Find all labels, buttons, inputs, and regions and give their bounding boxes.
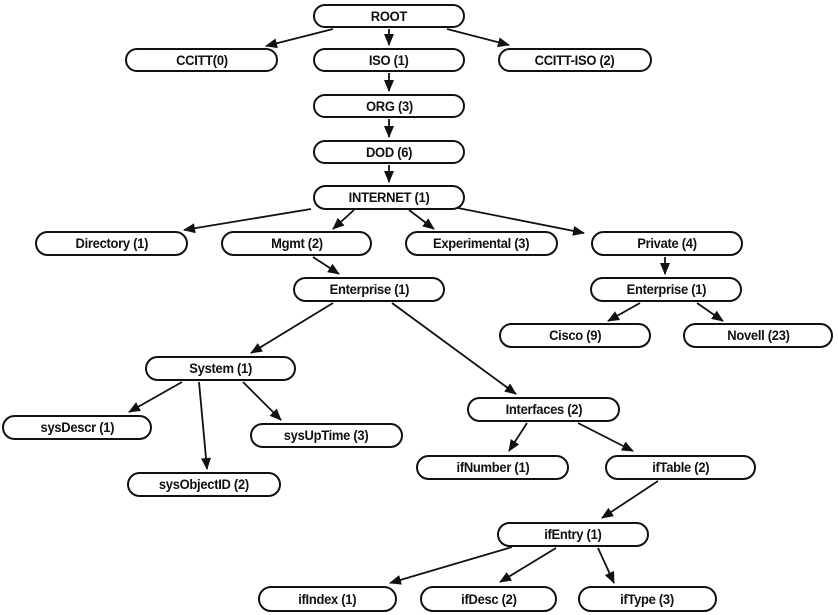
- edge-enterprise1-system: [250, 302, 334, 354]
- edge-internet-private: [457, 207, 585, 236]
- node-experimental: Experimental (3): [405, 231, 558, 256]
- node-label: CCITT-ISO (2): [535, 52, 615, 68]
- node-label: ROOT: [370, 8, 408, 24]
- node-dod: DOD (6): [313, 140, 465, 164]
- node-label: ifIndex (1): [298, 591, 357, 607]
- node-label: ifDesc (2): [460, 591, 517, 607]
- node-ccitt: CCITT(0): [125, 48, 278, 72]
- node-label: INTERNET (1): [348, 190, 430, 205]
- node-cisco: Cisco (9): [499, 323, 651, 348]
- edge-root-ccitt: [265, 28, 334, 49]
- node-label: Cisco (9): [548, 328, 602, 343]
- edge-ifentry-ifindex: [389, 546, 513, 585]
- edge-system-sysobjectid: [198, 381, 211, 470]
- node-ccitt-iso: CCITT-ISO (2): [498, 48, 652, 72]
- edge-root-ccitt-iso: [446, 28, 510, 48]
- node-label: Interfaces (2): [505, 402, 582, 417]
- edge-internet-mgmt: [332, 209, 355, 230]
- node-label: Directory (1): [75, 236, 148, 251]
- node-novell: Novell (23): [683, 323, 833, 348]
- node-directory: Directory (1): [35, 231, 188, 256]
- edge-ifentry-ifdesc: [499, 547, 557, 583]
- node-ifentry: ifEntry (1): [497, 522, 649, 547]
- edge-internet-directory: [183, 208, 312, 234]
- edge-group: [128, 28, 724, 585]
- node-ifnumber: ifNumber (1): [416, 455, 569, 480]
- edge-interfaces-ifnumber: [508, 422, 528, 452]
- node-label: System (1): [189, 361, 252, 376]
- edge-iftable-ifentry: [601, 480, 659, 519]
- node-private: Private (4): [591, 231, 743, 256]
- edge-ifentry-iftype: [597, 547, 615, 584]
- node-label: sysObjectID (2): [158, 477, 250, 492]
- edge-enterprise2-novell: [696, 302, 724, 322]
- node-sysobjectid: sysObjectID (2): [127, 472, 281, 497]
- edge-mgmt-enterprise1: [312, 256, 340, 275]
- edge-system-sysdescr: [128, 381, 183, 413]
- node-org: ORG (3): [313, 94, 465, 118]
- node-iftype: ifType (3): [578, 586, 717, 612]
- node-label: ifNumber (1): [456, 460, 529, 475]
- node-mgmt: Mgmt (2): [221, 231, 372, 256]
- node-label: ifTable (2): [651, 460, 710, 475]
- node-label: Enterprise (1): [329, 282, 409, 297]
- node-label: Mgmt (2): [270, 236, 323, 251]
- edge-interfaces-iftable: [577, 422, 634, 452]
- node-enterprise1: Enterprise (1): [293, 277, 445, 302]
- node-sysdescr: sysDescr (1): [2, 415, 152, 440]
- edge-system-sysuptime: [242, 381, 282, 421]
- node-iftable: ifTable (2): [605, 455, 756, 480]
- node-internet: INTERNET (1): [313, 185, 465, 210]
- edge-enterprise2-cisco: [607, 302, 641, 322]
- node-label: ISO (1): [369, 52, 409, 68]
- node-label: CCITT(0): [175, 52, 228, 68]
- node-label: sysUpTime (3): [284, 428, 369, 443]
- edge-enterprise1-interfaces: [391, 302, 517, 395]
- node-label: DOD (6): [365, 144, 413, 160]
- node-label: Experimental (3): [433, 236, 530, 251]
- node-sysuptime: sysUpTime (3): [250, 423, 403, 448]
- node-interfaces: Interfaces (2): [467, 397, 620, 422]
- node-ifindex: ifIndex (1): [258, 586, 397, 612]
- node-label: ifEntry (1): [544, 527, 602, 542]
- node-ifdesc: ifDesc (2): [420, 586, 557, 612]
- node-label: Enterprise (1): [626, 282, 706, 297]
- node-label: ORG (3): [365, 98, 413, 114]
- node-label: sysDescr (1): [40, 420, 114, 435]
- node-label: Private (4): [637, 236, 697, 251]
- node-system: System (1): [145, 356, 296, 381]
- node-label: Novell (23): [726, 328, 790, 343]
- node-enterprise2: Enterprise (1): [590, 277, 742, 302]
- node-label: ifType (3): [620, 591, 675, 607]
- edge-internet-experimental: [408, 209, 435, 230]
- node-iso: ISO (1): [313, 48, 465, 72]
- node-root: ROOT: [313, 4, 465, 28]
